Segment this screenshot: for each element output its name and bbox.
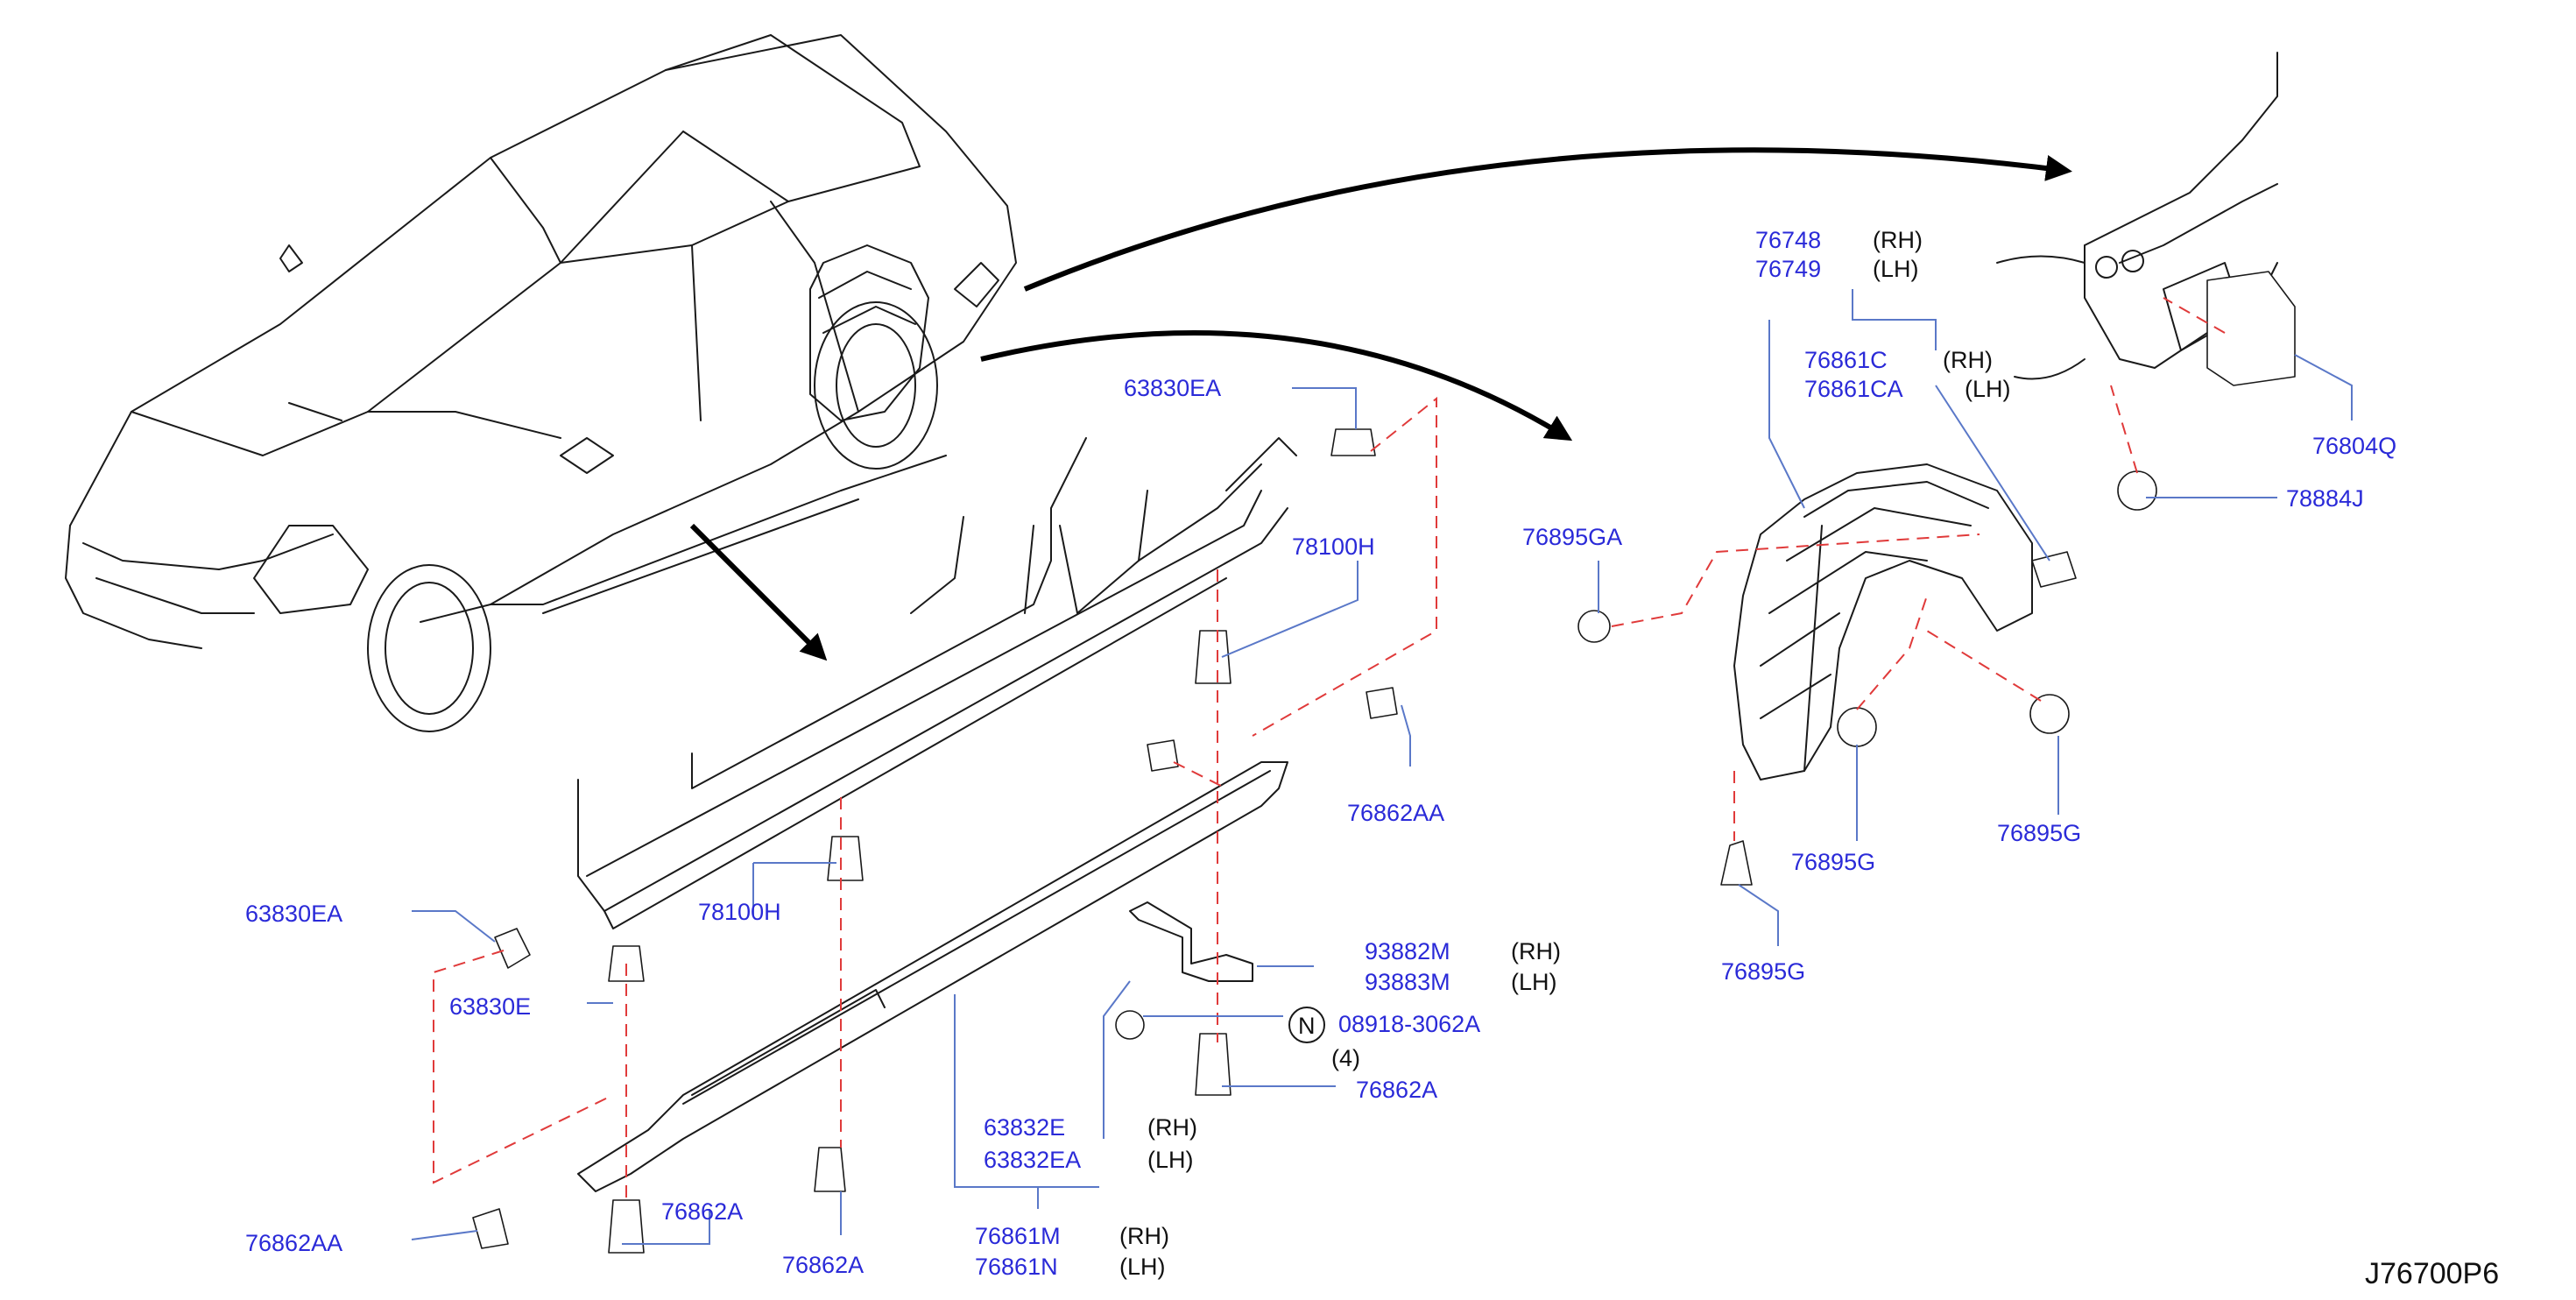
- part-63830E: 63830E: [449, 993, 531, 1020]
- part-63830EA-left: 63830EA: [245, 901, 342, 927]
- bracket-illustration: [1129, 901, 1253, 982]
- part-76895G-b: 76895G: [1997, 820, 2081, 846]
- side-lh-76861CA: (LH): [1965, 376, 2011, 402]
- side-lh-76749: (LH): [1873, 256, 1919, 282]
- part-78884J: 78884J: [2286, 485, 2364, 512]
- part-76861C: 76861C: [1804, 347, 1888, 373]
- alignment-lines: [433, 297, 2226, 1200]
- side-rh-76861M: (RH): [1119, 1223, 1169, 1249]
- part-76895G-c: 76895G: [1721, 958, 1805, 985]
- side-lh-93883M: (LH): [1511, 969, 1557, 995]
- qty-08918-3062A: (4): [1331, 1045, 1360, 1071]
- side-rh-76861C: (RH): [1943, 347, 1993, 373]
- part-76862A-bottom: 76862A: [782, 1252, 864, 1278]
- side-rh-93882M: (RH): [1511, 938, 1561, 964]
- fender-liner-illustration: [1733, 463, 2033, 781]
- part-76861N: 76861N: [975, 1254, 1058, 1280]
- part-76862A-left: 76862A: [661, 1198, 743, 1225]
- part-76862A-mid: 76862A: [1356, 1077, 1437, 1103]
- part-78100H-left: 78100H: [698, 899, 781, 925]
- part-labels: 76748 (RH) 76749 (LH) 76861C (RH) 76861C…: [245, 227, 2499, 1290]
- side-lh-76861N: (LH): [1119, 1254, 1166, 1280]
- part-93883M: 93883M: [1365, 969, 1450, 995]
- part-76862AA-left: 76862AA: [245, 1230, 342, 1256]
- callout-arrows: [689, 147, 2072, 661]
- car-illustration: [65, 34, 1017, 732]
- part-08918-3062A: 08918-3062A: [1338, 1011, 1480, 1037]
- part-63832E: 63832E: [984, 1114, 1065, 1141]
- part-78100H-top: 78100H: [1292, 533, 1375, 560]
- n-circle-label: N: [1298, 1013, 1316, 1039]
- rear-fender-illustration: [1996, 52, 2278, 380]
- fastener-icons: [472, 271, 2296, 1254]
- part-93882M: 93882M: [1365, 938, 1450, 964]
- part-76861M: 76861M: [975, 1223, 1061, 1249]
- side-lh-63832EA: (LH): [1147, 1147, 1194, 1173]
- leader-lines: [411, 289, 2353, 1245]
- side-rh-63832E: (RH): [1147, 1114, 1197, 1141]
- part-76804Q: 76804Q: [2312, 433, 2396, 459]
- sill-cover-illustration: [577, 761, 1288, 1192]
- part-76748: 76748: [1755, 227, 1821, 253]
- n-circle-icon: [1288, 1007, 1325, 1043]
- part-76895G-a: 76895G: [1791, 849, 1875, 875]
- part-76749: 76749: [1755, 256, 1821, 282]
- side-rh-76748: (RH): [1873, 227, 1923, 253]
- part-76861CA: 76861CA: [1804, 376, 1903, 402]
- part-63830EA-top: 63830EA: [1124, 375, 1221, 401]
- part-63832EA: 63832EA: [984, 1147, 1081, 1173]
- part-76862AA-right: 76862AA: [1347, 800, 1444, 826]
- body-sill-illustration: [577, 437, 1297, 929]
- part-76895GA: 76895GA: [1522, 524, 1622, 550]
- diagram-reference-id: J76700P6: [2365, 1257, 2499, 1290]
